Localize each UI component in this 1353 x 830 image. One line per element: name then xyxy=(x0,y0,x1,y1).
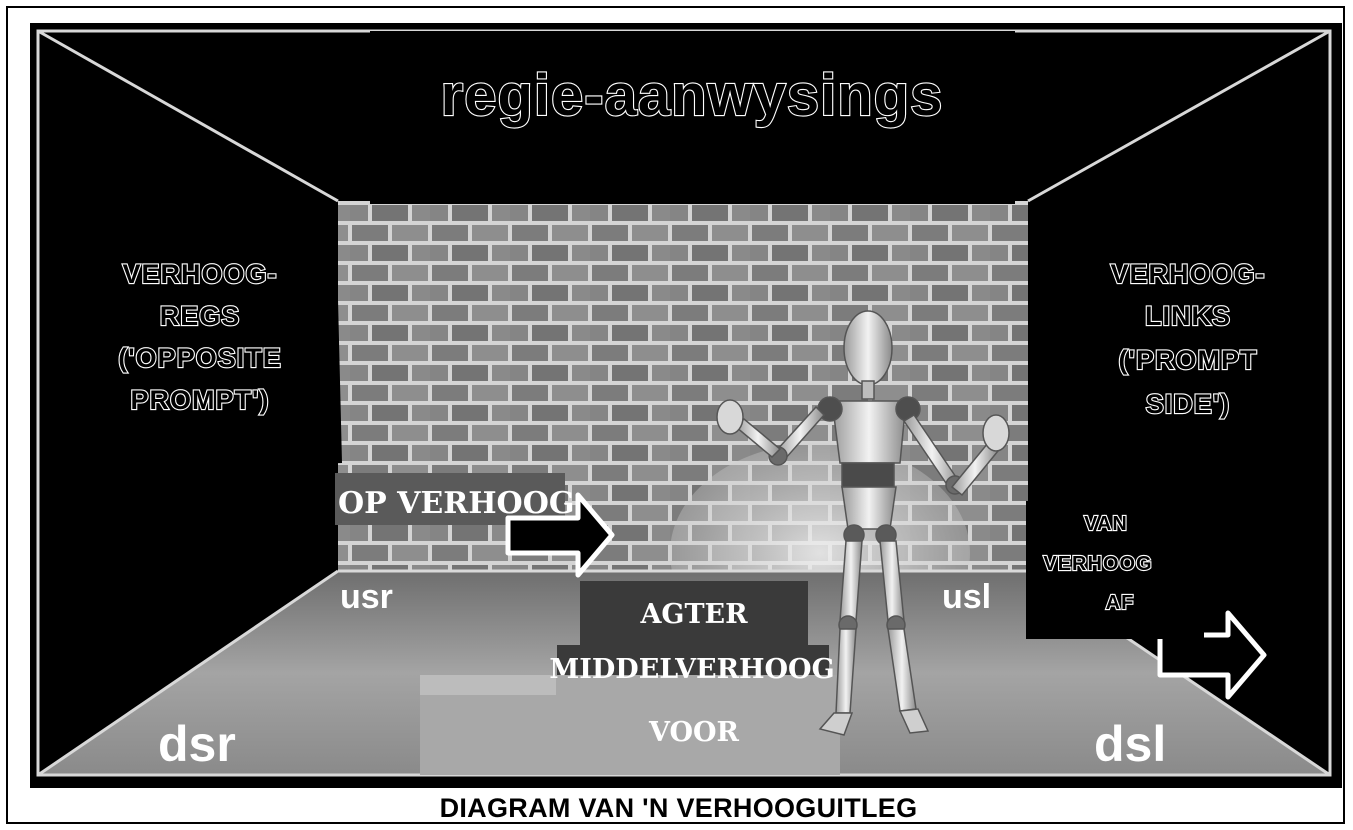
exit-label-line: VERHOOG xyxy=(1043,553,1152,575)
left-wing-panel xyxy=(48,218,342,473)
agter-backdrop xyxy=(580,581,808,645)
stage-svg: regie-aanwysings VERHOOG- REGS ('OPPOSIT… xyxy=(36,29,1332,777)
zone-label-dsl: dsl xyxy=(1094,716,1166,772)
stage-illustration: regie-aanwysings VERHOOG- REGS ('OPPOSIT… xyxy=(30,23,1342,788)
right-wing-line: SIDE') xyxy=(1146,389,1230,419)
left-wing-line: PROMPT') xyxy=(131,385,270,415)
left-wing-line: REGS xyxy=(160,301,241,331)
left-wing-line: ('OPPOSITE xyxy=(118,343,281,373)
mannequin-figure xyxy=(716,310,1010,736)
exit-label-backdrop xyxy=(1026,501,1204,639)
zone-label-usr: usr xyxy=(340,578,393,616)
exit-label-line: AF xyxy=(1106,592,1135,614)
voor-backdrop-top xyxy=(420,675,556,695)
zone-label-dsr: dsr xyxy=(158,716,236,772)
zone-label-usl: usl xyxy=(942,578,991,616)
right-wing-line: ('PROMPT xyxy=(1119,345,1258,375)
center-middle-label: MIDDELVERHOOG xyxy=(549,654,834,685)
right-arrow-icon xyxy=(505,492,615,578)
exit-label-line: VAN xyxy=(1084,513,1128,535)
right-wing-line: VERHOOG- xyxy=(1110,259,1265,289)
right-wing-line: LINKS xyxy=(1145,301,1231,331)
right-arrow-icon xyxy=(1157,610,1267,700)
left-wing-label: VERHOOG- REGS ('OPPOSITE PROMPT') xyxy=(117,258,282,416)
diagram-frame: regie-aanwysings VERHOOG- REGS ('OPPOSIT… xyxy=(6,6,1345,824)
center-front-label: VOOR xyxy=(648,717,740,748)
title-backdrop xyxy=(370,31,1015,204)
entrance-label: OP VERHOOG xyxy=(338,486,574,521)
center-back-label: AGTER xyxy=(639,599,748,630)
exit-label: VAN VERHOOG AF xyxy=(1042,512,1152,615)
diagram-caption: DIAGRAM VAN 'N VERHOOGUITLEG xyxy=(439,793,918,823)
left-wing-line: VERHOOG- xyxy=(122,259,277,289)
right-wing-label: VERHOOG- LINKS ('PROMPT SIDE') xyxy=(1109,258,1265,420)
diagram-title: regie-aanwysings xyxy=(441,63,944,128)
